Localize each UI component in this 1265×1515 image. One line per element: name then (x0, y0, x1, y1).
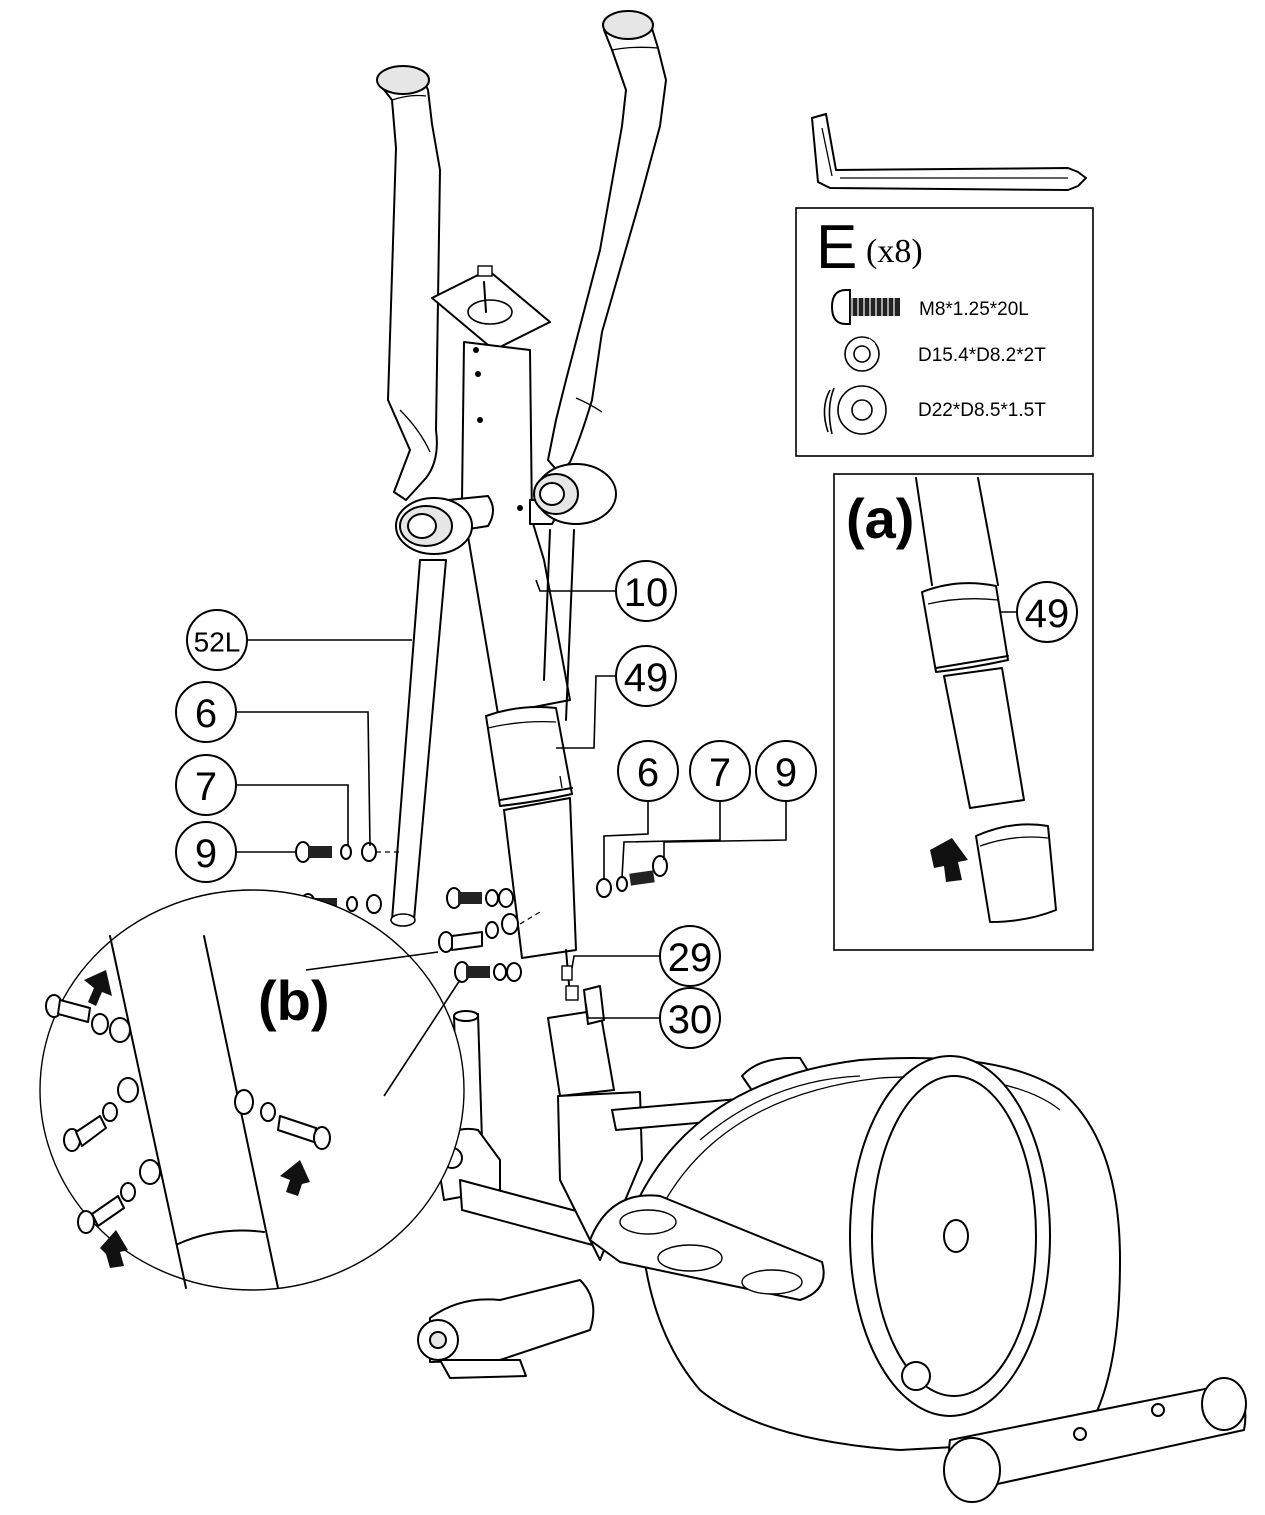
svg-text:9: 9 (195, 832, 217, 876)
right-handlebar (547, 10, 667, 475)
svg-text:29: 29 (668, 936, 713, 980)
svg-text:6: 6 (637, 751, 659, 795)
bolt-icon (831, 289, 900, 325)
callout-49: 49 (615, 645, 677, 707)
mast-lower-section (503, 797, 577, 959)
kit-quantity: (x8) (866, 233, 923, 270)
detail-bolt-right (234, 1089, 331, 1196)
flat-washer-icon (823, 385, 887, 435)
right-bolt-set (596, 855, 668, 898)
mast-sleeve (485, 706, 573, 807)
detail-bolt-mid-left (63, 1077, 139, 1152)
detail-b-view: (b) (39, 889, 465, 1291)
callout-6-left: 6 (175, 681, 237, 743)
svg-text:9: 9 (775, 751, 797, 795)
svg-text:49: 49 (624, 656, 669, 700)
kit-letter: E (816, 213, 857, 282)
svg-text:6: 6 (195, 692, 217, 736)
callout-6-right: 6 (617, 740, 679, 802)
left-pivot-hub (395, 497, 473, 555)
callout-9-left: 9 (175, 821, 237, 883)
left-lower-arm (390, 559, 447, 927)
detail-bolt-upper-left (45, 970, 131, 1043)
svg-text:10: 10 (624, 571, 669, 615)
detail-bolt-lower-left (77, 1159, 161, 1268)
left-bolt-set-upper (295, 841, 400, 863)
svg-text:7: 7 (195, 765, 217, 809)
detail-b-label: (b) (258, 969, 330, 1032)
spring-washer-spec: D15.4*D8.2*2T (918, 345, 1046, 366)
left-handlebar (376, 65, 441, 501)
callout-52L: 52L (186, 609, 248, 671)
callout-10: 10 (615, 560, 677, 622)
detail-a-box: (a) 49 (833, 473, 1094, 951)
callout-9-right: 9 (755, 740, 817, 802)
hardware-kit-box: E (x8) M8*1.25*20L D15.4*D8.2*2T D22*D8.… (795, 207, 1094, 457)
callout-30: 30 (659, 987, 721, 1049)
spring-washer-icon (844, 336, 880, 372)
right-pivot-hub (533, 463, 617, 525)
callout-7-right: 7 (689, 740, 751, 802)
detail-a-callout-49: 49 (1025, 592, 1070, 636)
detail-a-label: (a) (846, 487, 914, 550)
center-bolt-sets (438, 887, 541, 983)
flat-washer-spec: D22*D8.5*1.5T (918, 400, 1046, 421)
svg-text:7: 7 (709, 751, 731, 795)
allen-key-screwdriver-icon (811, 113, 1087, 191)
svg-text:30: 30 (668, 998, 713, 1042)
base-frame (417, 985, 1247, 1503)
callout-7-left: 7 (175, 754, 237, 816)
callout-leaders (236, 579, 787, 1019)
right-lower-arm (543, 529, 575, 721)
svg-text:52L: 52L (194, 627, 241, 658)
console-mast (431, 265, 571, 715)
cable-connector (561, 949, 579, 1001)
callout-29: 29 (659, 925, 721, 987)
bolt-spec: M8*1.25*20L (919, 299, 1029, 320)
